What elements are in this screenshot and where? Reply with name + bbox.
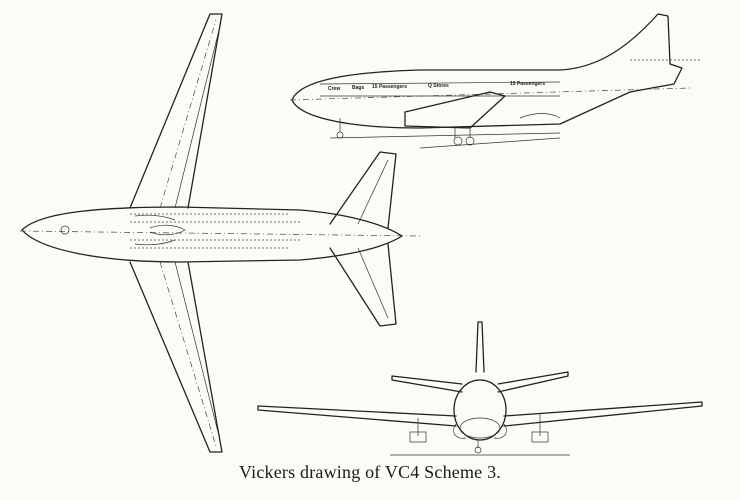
side-fuselage — [291, 13, 683, 129]
plan-tailplane-lower — [329, 243, 397, 327]
figure-caption: Vickers drawing of VC4 Scheme 3. — [239, 462, 501, 482]
aircraft-drawing: Crew Bags 15 Passengers Q Stores 15 Pass… — [19, 13, 703, 456]
front-fuselage — [453, 379, 507, 441]
side-label-bags: Bags — [352, 85, 364, 91]
plan-tailplane-upper — [329, 151, 397, 229]
front-view — [257, 321, 703, 456]
side-label-passengers-rear: 15 Passengers — [510, 81, 545, 87]
front-wing-left — [257, 405, 457, 427]
plan-view — [19, 13, 421, 453]
side-label-passengers-front: 15 Passengers — [372, 84, 407, 90]
side-label-stores: Q Stores — [428, 83, 449, 89]
front-wing-right — [503, 401, 703, 427]
side-label-crew: Crew — [328, 86, 340, 92]
plan-wing-upper — [129, 13, 223, 209]
plan-wing-lower — [129, 261, 223, 453]
side-view: Crew Bags 15 Passengers Q Stores 15 Pass… — [289, 13, 700, 149]
plan-fuselage — [21, 206, 403, 263]
